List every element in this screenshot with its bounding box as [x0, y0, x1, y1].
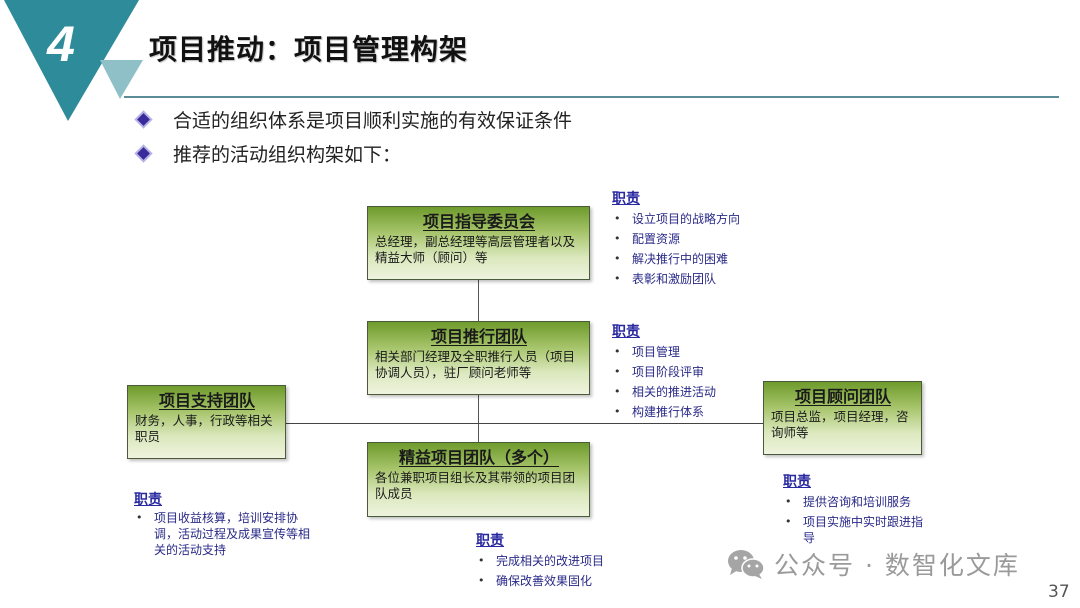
- wechat-icon: [728, 550, 765, 579]
- duty-item: 表彰和激励团队: [612, 269, 792, 289]
- duty-heading: 职责: [612, 324, 640, 340]
- intro-text: 合适的组织体系是项目顺利实施的有效保证条件: [173, 109, 573, 132]
- triangle-decoration-icon: [4, 0, 143, 121]
- intro-bullet: 推荐的活动组织构架如下：: [135, 140, 401, 166]
- lean-team-box: 精益项目团队（多个） 各位兼职项目组长及其带领的项目团队成员: [367, 442, 590, 517]
- promotion-team-duties: 职责 项目管理 项目阶段评审 相关的推进活动 构建推行体系: [612, 322, 762, 422]
- page-title: 项目推动：项目管理构架: [149, 33, 469, 66]
- duty-item: 完成相关的改进项目: [476, 551, 656, 571]
- box-description: 总经理，副总经理等高层管理者以及精益大师（顾问）等: [375, 234, 576, 265]
- diamond-bullet-icon: [137, 146, 150, 160]
- box-title: 项目指导委员会: [422, 212, 535, 231]
- duty-item: 构建推行体系: [612, 402, 762, 422]
- duty-item: 项目管理: [612, 342, 762, 362]
- duty-heading: 职责: [134, 492, 162, 508]
- box-description: 相关部门经理及全职推行人员（项目协调人员），驻厂顾问老师等: [375, 349, 576, 380]
- watermark-text: 公众号 · 数智化文库: [774, 551, 1020, 580]
- duty-item: 配置资源: [612, 229, 792, 249]
- duty-item: 相关的推进活动: [612, 382, 762, 402]
- title-divider: [124, 96, 1059, 98]
- box-title: 项目顾问团队: [794, 387, 891, 406]
- duty-item: 设立项目的战略方向: [612, 209, 792, 229]
- box-description: 财务，人事，行政等相关职员: [135, 413, 273, 444]
- duty-item: 项目阶段评审: [612, 362, 762, 382]
- diamond-bullet-icon: [137, 112, 150, 126]
- watermark: 公众号 · 数智化文库: [726, 546, 1020, 582]
- duty-item: 项目收益核算，培训安排协调，活动过程及成果宣传等相关的活动支持: [134, 510, 312, 558]
- box-description: 项目总监，项目经理，咨询师等: [771, 409, 909, 440]
- intro-bullet: 合适的组织体系是项目顺利实施的有效保证条件: [135, 106, 572, 132]
- duty-item: 确保改善效果固化: [476, 571, 656, 591]
- connector-line: [286, 423, 763, 424]
- section-number: 4: [47, 16, 75, 72]
- promotion-team-box: 项目推行团队 相关部门经理及全职推行人员（项目协调人员），驻厂顾问老师等: [367, 321, 590, 395]
- duty-item: 项目实施中实时跟进指导: [783, 514, 933, 546]
- connector-line: [478, 280, 479, 321]
- support-team-duties: 职责 项目收益核算，培训安排协调，活动过程及成果宣传等相关的活动支持: [134, 490, 312, 558]
- box-description: 各位兼职项目组长及其带领的项目团队成员: [375, 470, 576, 501]
- box-title: 精益项目团队（多个）: [398, 448, 559, 467]
- support-team-box: 项目支持团队 财务，人事，行政等相关职员: [127, 385, 286, 459]
- box-title: 项目支持团队: [158, 391, 255, 410]
- intro-text: 推荐的活动组织构架如下：: [173, 143, 402, 166]
- duty-heading: 职责: [783, 474, 811, 490]
- duty-item: 解决推行中的困难: [612, 249, 792, 269]
- page-number: 37: [1048, 582, 1070, 602]
- duty-heading: 职责: [612, 191, 640, 207]
- steering-committee-box: 项目指导委员会 总经理，副总经理等高层管理者以及精益大师（顾问）等: [367, 206, 590, 280]
- duty-heading: 职责: [476, 533, 504, 549]
- consultant-team-box: 项目顾问团队 项目总监，项目经理，咨询师等: [763, 381, 922, 455]
- lean-team-duties: 职责 完成相关的改进项目 确保改善效果固化: [476, 531, 656, 591]
- consultant-team-duties: 职责 提供咨询和培训服务 项目实施中实时跟进指导: [783, 472, 933, 546]
- steering-committee-duties: 职责 设立项目的战略方向 配置资源 解决推行中的困难 表彰和激励团队: [612, 189, 792, 289]
- box-title: 项目推行团队: [430, 327, 527, 346]
- duty-item: 提供咨询和培训服务: [783, 492, 933, 512]
- connector-line: [478, 395, 479, 442]
